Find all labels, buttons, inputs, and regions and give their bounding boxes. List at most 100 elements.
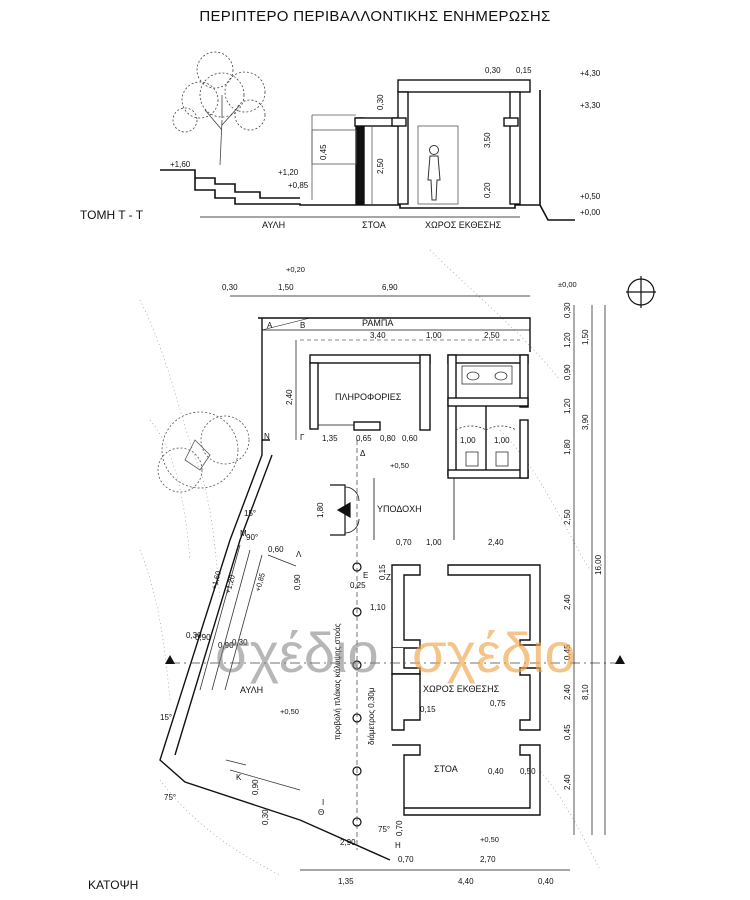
svg-text:0,30: 0,30 bbox=[222, 283, 238, 292]
svg-text:0,30: 0,30 bbox=[485, 66, 501, 75]
toilet-icon bbox=[465, 451, 479, 467]
room-labels: ΡΑΜΠΑ ΠΛΗΡΟΦΟΡΙΕΣ ΥΠΟΔΟΧΗ ΧΩΡΟΣ ΕΚΘΕΣΗΣ … bbox=[240, 318, 500, 774]
svg-text:0,15: 0,15 bbox=[516, 66, 532, 75]
wc-fixtures bbox=[455, 365, 517, 467]
svg-text:0,60: 0,60 bbox=[268, 545, 284, 554]
plan-angles: 15° 90° 15° 75° 75° bbox=[160, 509, 390, 834]
svg-text:2,40: 2,40 bbox=[488, 538, 504, 547]
svg-text:6,90: 6,90 bbox=[382, 283, 398, 292]
svg-text:1,20: 1,20 bbox=[563, 332, 572, 348]
plan-points: Α Β Γ Δ Ε Ζ Η Θ Ι Κ Λ Μ Ν bbox=[236, 321, 401, 850]
svg-text:1,50: 1,50 bbox=[278, 283, 294, 292]
watermark-logo: σχέδιο σχέδιο bbox=[215, 621, 576, 684]
section-dims: 0,30 0,15 3,50 0,20 0,45 2,50 0,30 bbox=[319, 66, 532, 198]
sheet-title: ΠΕΡΙΠΤΕΡΟ ΠΕΡΙΒΑΛΛΟΝΤΙΚΗΣ ΕΝΗΜΕΡΩΣΗΣ bbox=[199, 8, 551, 25]
svg-text:+0,20: +0,20 bbox=[286, 265, 305, 274]
svg-text:15°: 15° bbox=[160, 713, 172, 722]
svg-text:ΑΥΛΗ: ΑΥΛΗ bbox=[262, 220, 285, 230]
svg-text:4,40: 4,40 bbox=[458, 877, 474, 886]
svg-text:2,70: 2,70 bbox=[480, 855, 496, 864]
svg-text:+0,00: +0,00 bbox=[580, 208, 601, 217]
svg-text:προβολή πλάκας κάλυψης στοάς: προβολή πλάκας κάλυψης στοάς bbox=[333, 623, 342, 740]
plan-right-dims: 0,30 1,20 0,90 1,20 1,80 2,50 2,40 0,45 … bbox=[563, 302, 603, 790]
section-zones: ΑΥΛΗ ΣΤΟΑ ΧΩΡΟΣ ΕΚΘΕΣΗΣ bbox=[200, 216, 520, 230]
svg-text:+1,60: +1,60 bbox=[170, 160, 191, 169]
svg-text:1,35: 1,35 bbox=[338, 877, 354, 886]
section-openings bbox=[311, 114, 459, 205]
room-label-info: ΠΛΗΡΟΦΟΡΙΕΣ bbox=[335, 392, 402, 402]
svg-text:0,40: 0,40 bbox=[488, 767, 504, 776]
svg-text:75°: 75° bbox=[378, 825, 390, 834]
svg-text:0,90: 0,90 bbox=[563, 364, 572, 380]
plan-notes: προβολή πλάκας κάλυψης στοάς διάμετρος 0… bbox=[333, 623, 376, 745]
svg-text:ΧΩΡΟΣ ΕΚΘΕΣΗΣ: ΧΩΡΟΣ ΕΚΘΕΣΗΣ bbox=[425, 220, 502, 230]
section-levels: +1,60 +1,20 +0,85 +4,30 +3,30 +0,50 +0,0… bbox=[170, 69, 601, 217]
svg-text:0,70: 0,70 bbox=[396, 538, 412, 547]
svg-text:2,40: 2,40 bbox=[563, 684, 572, 700]
svg-text:75°: 75° bbox=[164, 793, 176, 802]
section-ground bbox=[160, 90, 575, 221]
svg-text:Λ: Λ bbox=[296, 550, 302, 559]
svg-text:Γ: Γ bbox=[300, 433, 305, 442]
svg-text:90°: 90° bbox=[246, 533, 258, 542]
svg-text:0,65: 0,65 bbox=[356, 434, 372, 443]
room-label-courtyard: ΑΥΛΗ bbox=[240, 685, 263, 695]
svg-text:σχέδιο: σχέδιο bbox=[412, 621, 576, 684]
svg-text:1,10: 1,10 bbox=[370, 603, 386, 612]
plan-drawing: ΡΑΜΠΑ ΠΛΗΡΟΦΟΡΙΕΣ ΥΠΟΔΟΧΗ ΧΩΡΟΣ ΕΚΘΕΣΗΣ … bbox=[139, 249, 656, 886]
plan-top-dims: 0,30 1,50 6,90 bbox=[222, 283, 398, 292]
svg-text:Δ: Δ bbox=[360, 449, 366, 458]
plan-outline bbox=[159, 317, 531, 861]
svg-text:Ε: Ε bbox=[363, 571, 368, 580]
svg-text:1,35: 1,35 bbox=[322, 434, 338, 443]
svg-text:0,15: 0,15 bbox=[378, 564, 387, 580]
svg-text:0,50: 0,50 bbox=[520, 767, 536, 776]
svg-text:1,00: 1,00 bbox=[494, 436, 510, 445]
svg-text:0,80: 0,80 bbox=[380, 434, 396, 443]
sink-icon bbox=[494, 371, 508, 381]
room-label-exhibition: ΧΩΡΟΣ ΕΚΘΕΣΗΣ bbox=[423, 684, 500, 694]
svg-text:+0,50: +0,50 bbox=[580, 192, 601, 201]
info-room bbox=[309, 354, 431, 431]
svg-text:+3,30: +3,30 bbox=[580, 101, 601, 110]
svg-text:+1,20: +1,20 bbox=[278, 168, 299, 177]
room-label-reception: ΥΠΟΔΟΧΗ bbox=[377, 504, 422, 514]
svg-text:διάμετρος 0,30μ: διάμετρος 0,30μ bbox=[367, 687, 376, 745]
svg-text:1,80: 1,80 bbox=[563, 439, 572, 455]
courtyard-steps bbox=[199, 544, 301, 791]
plan-caption: ΚΑΤΟΨΗ bbox=[88, 878, 139, 892]
svg-text:Θ: Θ bbox=[318, 808, 324, 817]
svg-text:3,40: 3,40 bbox=[370, 331, 386, 340]
svg-text:1,00: 1,00 bbox=[426, 331, 442, 340]
svg-text:0,30: 0,30 bbox=[261, 809, 270, 825]
svg-text:0,60: 0,60 bbox=[402, 434, 418, 443]
svg-text:+0,50: +0,50 bbox=[390, 461, 409, 470]
section-marker-icon bbox=[615, 655, 625, 664]
svg-text:+0,50: +0,50 bbox=[280, 707, 299, 716]
svg-text:0,70: 0,70 bbox=[395, 820, 404, 836]
svg-text:0,30: 0,30 bbox=[232, 638, 248, 647]
svg-text:+0,50: +0,50 bbox=[480, 835, 499, 844]
room-label-stoa: ΣΤΟΑ bbox=[434, 764, 458, 774]
svg-text:0,30: 0,30 bbox=[563, 302, 572, 318]
tree-icon bbox=[172, 51, 266, 166]
svg-text:Β: Β bbox=[300, 321, 305, 330]
svg-text:0,90: 0,90 bbox=[218, 641, 234, 650]
svg-text:+1,20: +1,20 bbox=[223, 574, 237, 595]
svg-text:Ν: Ν bbox=[264, 432, 270, 441]
svg-text:0,90: 0,90 bbox=[293, 574, 302, 590]
svg-text:3,50: 3,50 bbox=[483, 132, 492, 148]
toilet-icon bbox=[495, 451, 509, 467]
svg-text:2,40: 2,40 bbox=[563, 594, 572, 610]
svg-text:1,00: 1,00 bbox=[426, 538, 442, 547]
svg-text:3,90: 3,90 bbox=[581, 414, 590, 430]
svg-text:0,70: 0,70 bbox=[398, 855, 414, 864]
north-arrow-icon bbox=[626, 276, 656, 308]
section-cut-markers bbox=[165, 655, 625, 664]
svg-text:0,30: 0,30 bbox=[376, 94, 385, 110]
plan-levels: +0,20 ±0,00 +0,50 +1,60 +1,20 +0,85 +0,5… bbox=[209, 265, 576, 844]
dimension-lines bbox=[230, 295, 606, 871]
svg-text:+0,85: +0,85 bbox=[288, 181, 309, 190]
svg-text:2,50: 2,50 bbox=[563, 509, 572, 525]
